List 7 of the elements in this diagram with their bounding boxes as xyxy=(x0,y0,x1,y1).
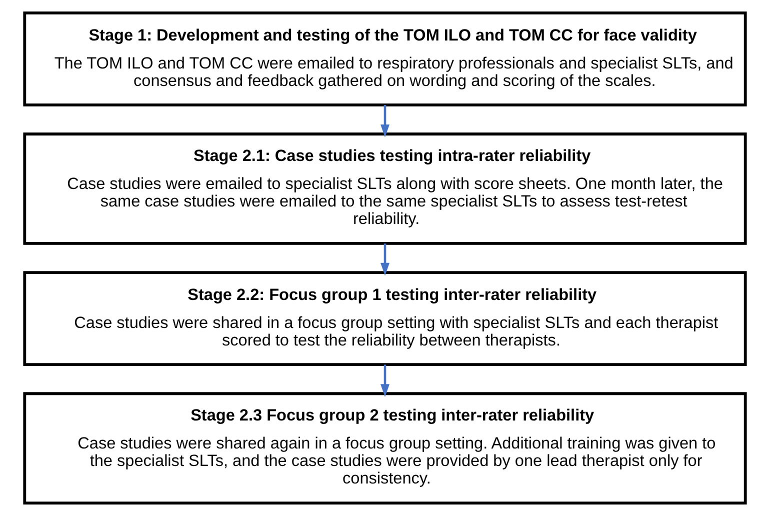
node-box: Stage 2.3 Focus group 2 testing inter-rater reliability Case studies were shared again in a focus group setting. Additional training was given to the specialist SLTs, and the case studies were provided by one lead therapist only for consistency. xyxy=(22,392,746,505)
arrow xyxy=(380,105,389,138)
arrow xyxy=(380,244,389,276)
node-box: Stage 1: Development and testing of the TOM ILO and TOM CC for face validity The TOM ILO and TOM CC were emailed to respiratory professionals and specialist SLTs, and consensus and feedback gathered on wording and scoring of the scales. xyxy=(22,11,746,106)
node-box: Stage 2.2: Focus group 1 testing inter-rater reliability Case studies were shared in a focus group setting with specialist SLTs and each therapist scored to test the reliability between therapists. xyxy=(22,271,746,366)
arrow xyxy=(380,364,389,397)
node-box: Stage 2.1: Case studies testing intra-rater reliability Case studies were emailed to specialist SLTs along with score sheets. One month later, the same case studies were emailed to the same specialist SLTs to assess test-retest reliability. xyxy=(22,132,746,245)
